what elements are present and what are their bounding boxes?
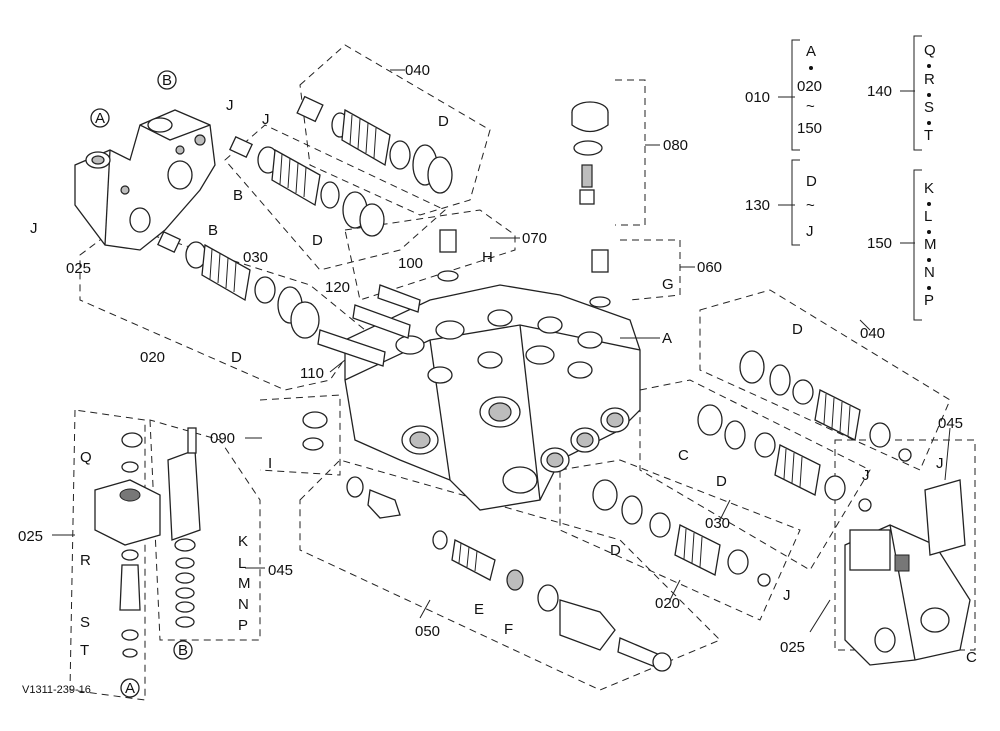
spool-030-left xyxy=(229,135,385,237)
callout-110: 110 xyxy=(300,365,324,382)
svg-text:C: C xyxy=(678,447,689,464)
spool-040-top xyxy=(296,95,453,194)
svg-text:~: ~ xyxy=(806,98,815,115)
callout-020: 020 xyxy=(140,349,165,366)
svg-text:D: D xyxy=(231,349,242,366)
svg-text:J: J xyxy=(862,467,870,484)
relief-valve-050 xyxy=(346,476,672,672)
callout-045-right: 045 xyxy=(938,415,963,432)
svg-text:B: B xyxy=(178,642,188,659)
svg-text:Q: Q xyxy=(80,449,92,466)
svg-text:J: J xyxy=(30,220,38,237)
callout-100: 100 xyxy=(398,255,423,272)
callout-A: A xyxy=(662,330,672,347)
svg-text:150: 150 xyxy=(797,120,822,137)
svg-text:D: D xyxy=(438,113,449,130)
svg-text:R: R xyxy=(80,552,91,569)
svg-text:D: D xyxy=(716,473,727,490)
svg-text:M: M xyxy=(924,236,937,253)
svg-text:R: R xyxy=(924,71,935,88)
svg-text:L: L xyxy=(238,555,246,572)
callout-030-right: 030 xyxy=(705,515,730,532)
callout-045-bottom: 045 xyxy=(268,562,293,579)
legend-010: 010 A 020 ~ 150 xyxy=(745,39,822,151)
legend-code: 140 xyxy=(867,83,892,100)
legend-code: 150 xyxy=(867,235,892,252)
svg-text:B: B xyxy=(208,222,218,239)
leader-lines xyxy=(52,69,951,633)
legend-code: 010 xyxy=(745,89,770,106)
legend-150: 150 K L M N P xyxy=(867,169,937,321)
callout-050: 050 xyxy=(415,623,440,640)
callout-070: 070 xyxy=(522,230,547,247)
plugs-080-060-070 xyxy=(302,101,611,451)
callout-060: 060 xyxy=(697,259,722,276)
svg-text:S: S xyxy=(80,614,90,631)
svg-text:P: P xyxy=(238,617,248,634)
spool-020-left xyxy=(157,230,320,339)
callout-labels: 040 080 070 060 025 030 020 100 120 110 … xyxy=(18,62,977,698)
svg-text:E: E xyxy=(474,601,484,618)
svg-text:N: N xyxy=(238,596,249,613)
svg-text:~: ~ xyxy=(806,197,815,214)
svg-text:J: J xyxy=(806,223,814,240)
svg-text:D: D xyxy=(610,542,621,559)
callout-040: 040 xyxy=(405,62,430,79)
bracket-block-right xyxy=(844,479,971,666)
svg-text:J: J xyxy=(262,111,270,128)
svg-text:P: P xyxy=(924,292,934,309)
svg-text:A: A xyxy=(806,43,816,60)
svg-text:T: T xyxy=(80,642,89,659)
legend-code: 130 xyxy=(745,197,770,214)
callout-A-top: A xyxy=(95,110,105,127)
legend-140: 140 Q R S T xyxy=(867,35,936,151)
svg-text:I: I xyxy=(268,455,272,472)
callout-020-right: 020 xyxy=(655,595,680,612)
svg-text:G: G xyxy=(662,276,674,293)
callout-120: 120 xyxy=(325,279,350,296)
spool-040-right xyxy=(739,350,912,462)
legend-130: 130 D ~ J xyxy=(745,159,817,246)
svg-text:L: L xyxy=(924,208,932,225)
svg-text:J: J xyxy=(226,97,234,114)
svg-text:D: D xyxy=(312,232,323,249)
svg-text:F: F xyxy=(504,621,513,638)
callout-090: 090 xyxy=(210,430,235,447)
svg-text:J: J xyxy=(783,587,791,604)
svg-text:B: B xyxy=(233,187,243,204)
svg-text:K: K xyxy=(924,180,934,197)
svg-text:M: M xyxy=(238,575,251,592)
spool-030-right xyxy=(697,404,872,512)
callout-025: 025 xyxy=(66,260,91,277)
spool-020-right xyxy=(592,479,771,587)
svg-text:A: A xyxy=(125,680,135,697)
svg-text:Q: Q xyxy=(924,42,936,59)
svg-text:H: H xyxy=(482,249,493,266)
callout-030: 030 xyxy=(243,249,268,266)
svg-text:D: D xyxy=(806,173,817,190)
svg-text:C: C xyxy=(966,649,977,666)
svg-text:K: K xyxy=(238,533,248,550)
drawing-code: V1311-239-16 xyxy=(22,684,91,696)
bracket-block-left xyxy=(74,109,216,251)
solenoid-left xyxy=(94,427,201,658)
callout-025-right: 025 xyxy=(780,639,805,656)
svg-text:N: N xyxy=(924,264,935,281)
svg-text:020: 020 xyxy=(797,78,822,95)
callout-040-right: 040 xyxy=(860,325,885,342)
svg-text:S: S xyxy=(924,99,934,116)
valve-body xyxy=(344,284,641,511)
callout-B-top: B xyxy=(162,72,172,89)
svg-text:J: J xyxy=(936,455,944,472)
callout-025-bottom: 025 xyxy=(18,528,43,545)
svg-text:T: T xyxy=(924,127,933,144)
svg-text:D: D xyxy=(792,321,803,338)
callout-080: 080 xyxy=(663,137,688,154)
